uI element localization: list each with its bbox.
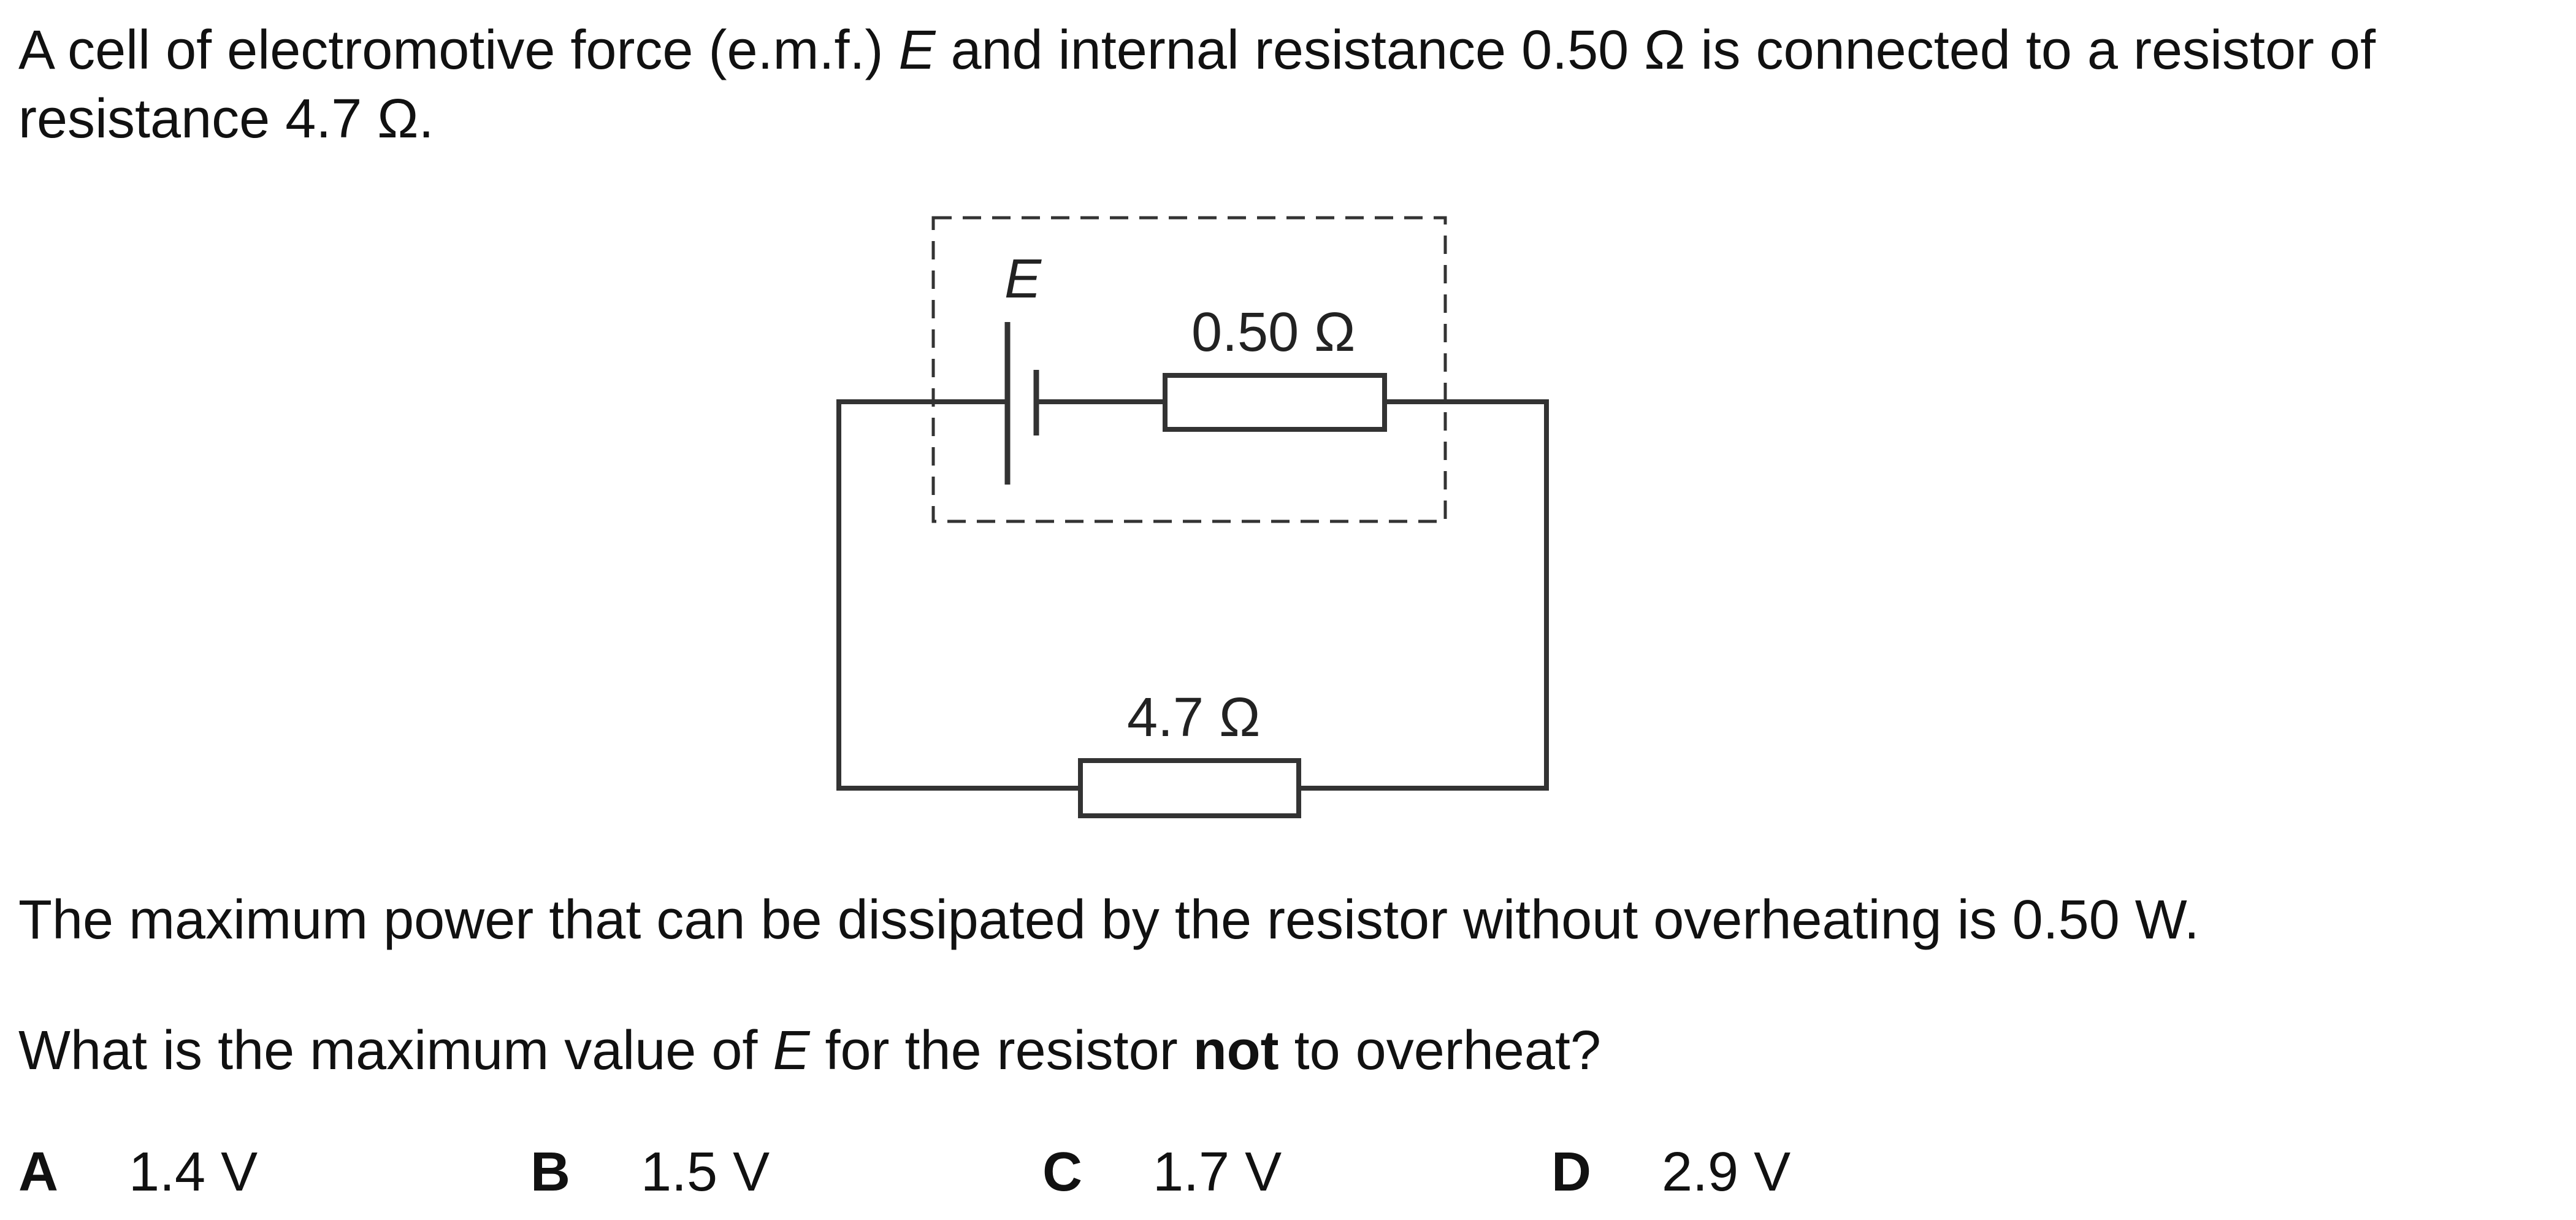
cell-symbol — [1004, 322, 1039, 485]
question-condition: The maximum power that can be dissipated… — [18, 889, 2200, 951]
prompt-emf-symbol: E — [773, 1020, 810, 1081]
option-letter: A — [18, 1141, 58, 1203]
question-stem: A cell of electromotive force (e.m.f.) E… — [18, 16, 2532, 153]
stem-text-2: and internal resistance 0.50 Ω is connec… — [18, 20, 2376, 150]
stem-text-1: A cell of electromotive force (e.m.f.) — [18, 20, 899, 81]
internal-resistance-label: 0.50 Ω — [1191, 302, 1355, 363]
option-value: 1.7 V — [1153, 1141, 1282, 1203]
external-resistance-label: 4.7 Ω — [1127, 687, 1260, 748]
option-c[interactable]: C 1.7 V — [1042, 1138, 1282, 1207]
option-d[interactable]: D 2.9 V — [1551, 1138, 1791, 1207]
prompt-text-1: What is the maximum value of — [18, 1020, 773, 1081]
option-letter: B — [530, 1141, 570, 1203]
option-b[interactable]: B 1.5 V — [530, 1138, 770, 1207]
option-a[interactable]: A 1.4 V — [18, 1138, 258, 1207]
option-letter: C — [1042, 1141, 1082, 1203]
option-value: 1.5 V — [641, 1141, 770, 1203]
emf-label: E — [1004, 248, 1042, 310]
circuit-wires — [836, 399, 1549, 791]
internal-resistor — [1163, 373, 1387, 432]
answer-options: A 1.4 V B 1.5 V C 1.7 V D 2.9 V — [0, 1138, 2576, 1207]
cell-enclosure-box — [931, 216, 1447, 523]
option-value: 2.9 V — [1662, 1141, 1791, 1203]
circuit-diagram: E 0.50 Ω 4.7 Ω — [836, 216, 1549, 818]
prompt-text-3: to overheat? — [1278, 1020, 1601, 1081]
external-resistor — [1078, 758, 1301, 818]
option-value: 1.4 V — [129, 1141, 258, 1203]
option-letter: D — [1551, 1141, 1591, 1203]
prompt-emphasis: not — [1193, 1020, 1279, 1081]
prompt-text-2: for the resistor — [809, 1020, 1193, 1081]
stem-emf-symbol: E — [898, 20, 936, 81]
question-prompt: What is the maximum value of E for the r… — [18, 1016, 1601, 1085]
